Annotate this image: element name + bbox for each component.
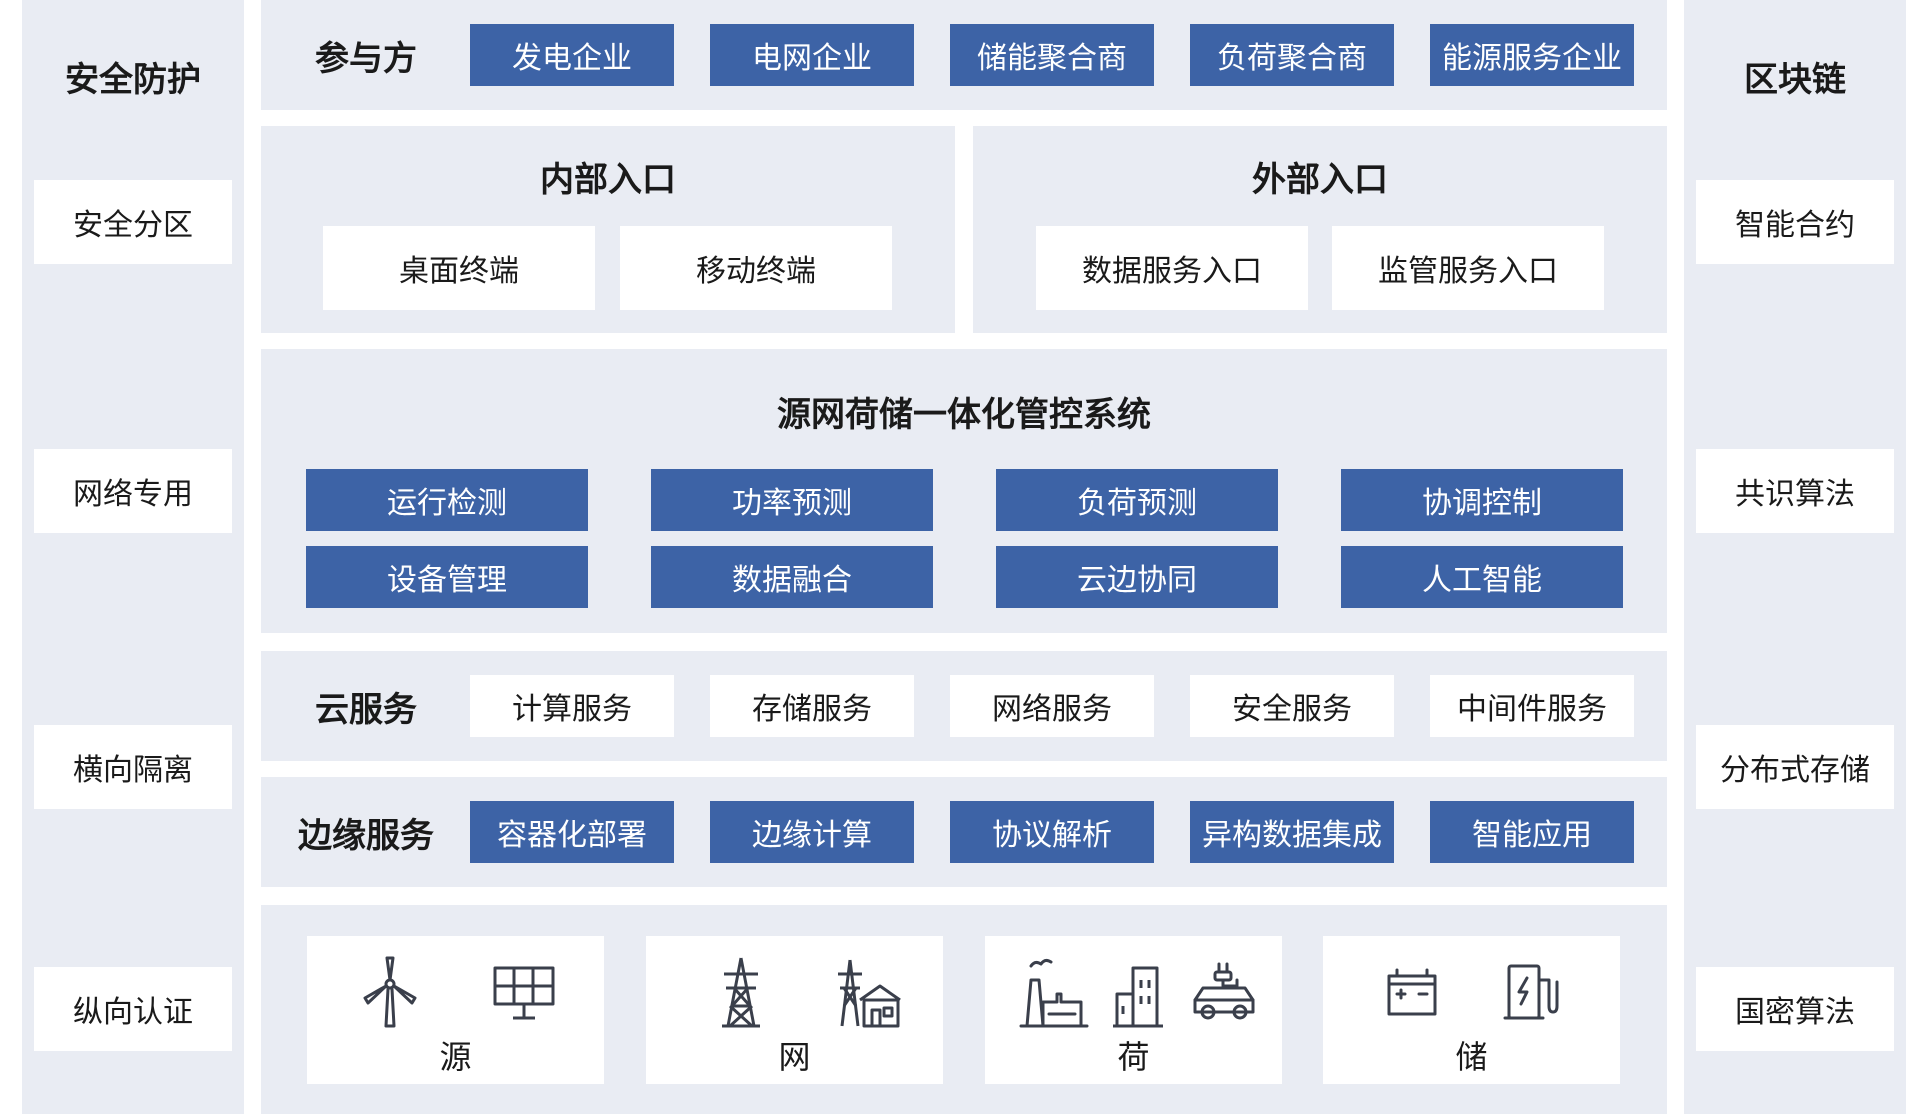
- charging-station-icon: [1501, 954, 1561, 1030]
- mobile-terminal: 移动终端: [620, 226, 892, 310]
- heterogeneous-data-integration: 异构数据集成: [1190, 801, 1394, 863]
- security-zone-item: 安全分区: [34, 180, 232, 264]
- security-service: 安全服务: [1190, 675, 1394, 737]
- internal-entry-title: 内部入口: [540, 161, 676, 199]
- cloud-edge-collaboration: 云边协同: [996, 546, 1278, 608]
- resource-card-source: 源: [307, 936, 604, 1084]
- artificial-intelligence: 人工智能: [1341, 546, 1623, 608]
- resource-label-storage: 储: [1455, 1039, 1488, 1075]
- control-system-title: 源网荷储一体化管控系统: [777, 396, 1151, 434]
- control-system-panel: 源网荷储一体化管控系统 运行检测 功率预测 负荷预测 协调控制 设备管理 数据融…: [261, 349, 1667, 633]
- internal-entry-panel: 内部入口 桌面终端 移动终端: [261, 126, 955, 333]
- substation-icon: [830, 954, 904, 1030]
- middleware-service: 中间件服务: [1430, 675, 1634, 737]
- transmission-tower-icon: [706, 954, 776, 1030]
- resource-card-grid: 网: [646, 936, 943, 1084]
- participant-energy-service: 能源服务企业: [1430, 24, 1634, 86]
- device-management: 设备管理: [306, 546, 588, 608]
- security-protection-panel: 安全防护 安全分区 网络专用 横向隔离 纵向认证: [22, 0, 244, 1114]
- blockchain-title: 区块链: [1744, 61, 1846, 99]
- distributed-storage-item: 分布式存储: [1696, 725, 1894, 809]
- storage-service: 存储服务: [710, 675, 914, 737]
- cloud-service-label: 云服务: [315, 690, 417, 729]
- data-service-entry: 数据服务入口: [1036, 226, 1308, 310]
- vertical-authentication-item: 纵向认证: [34, 967, 232, 1051]
- cloud-service-panel: 云服务 计算服务 存储服务 网络服务 安全服务 中间件服务: [261, 651, 1667, 761]
- external-entry-panel: 外部入口 数据服务入口 监管服务入口: [973, 126, 1667, 333]
- national-crypto-item: 国密算法: [1696, 967, 1894, 1051]
- operation-monitoring: 运行检测: [306, 469, 588, 531]
- blockchain-panel: 区块链 智能合约 共识算法 分布式存储 国密算法: [1684, 0, 1906, 1114]
- participant-grid: 电网企业: [710, 24, 914, 86]
- edge-service-panel: 边缘服务 容器化部署 边缘计算 协议解析 异构数据集成 智能应用: [261, 777, 1667, 887]
- resource-card-load: 荷: [985, 936, 1282, 1084]
- external-entry-title: 外部入口: [1252, 161, 1388, 199]
- battery-icon: [1383, 954, 1441, 1030]
- edge-computing: 边缘计算: [710, 801, 914, 863]
- dedicated-network-item: 网络专用: [34, 449, 232, 533]
- smart-application: 智能应用: [1430, 801, 1634, 863]
- participants-panel: 参与方 发电企业 电网企业 储能聚合商 负荷聚合商 能源服务企业: [261, 0, 1667, 110]
- protocol-parsing: 协议解析: [950, 801, 1154, 863]
- resource-label-source: 源: [439, 1039, 472, 1075]
- participants-label: 参与方: [315, 39, 417, 78]
- participant-load-aggregator: 负荷聚合商: [1190, 24, 1394, 86]
- solar-panel-icon: [487, 954, 559, 1030]
- resource-label-load: 荷: [1117, 1039, 1150, 1075]
- data-fusion: 数据融合: [651, 546, 933, 608]
- containerized-deployment: 容器化部署: [470, 801, 674, 863]
- edge-service-label: 边缘服务: [298, 816, 434, 855]
- horizontal-isolation-item: 横向隔离: [34, 725, 232, 809]
- coordinated-control: 协调控制: [1341, 469, 1623, 531]
- load-forecasting: 负荷预测: [996, 469, 1278, 531]
- smart-contract-item: 智能合约: [1696, 180, 1894, 264]
- consensus-algorithm-item: 共识算法: [1696, 449, 1894, 533]
- wind-turbine-icon: [357, 954, 427, 1030]
- building-icon: [1111, 954, 1165, 1030]
- factory-icon: [1017, 954, 1089, 1030]
- participant-power-generation: 发电企业: [470, 24, 674, 86]
- power-forecasting: 功率预测: [651, 469, 933, 531]
- supervision-service-entry: 监管服务入口: [1332, 226, 1604, 310]
- participant-storage-aggregator: 储能聚合商: [950, 24, 1154, 86]
- electric-car-icon: [1191, 954, 1257, 1030]
- desktop-terminal: 桌面终端: [323, 226, 595, 310]
- network-service: 网络服务: [950, 675, 1154, 737]
- resource-card-storage: 储: [1323, 936, 1620, 1084]
- compute-service: 计算服务: [470, 675, 674, 737]
- security-protection-title: 安全防护: [65, 61, 201, 99]
- resource-label-grid: 网: [778, 1039, 811, 1075]
